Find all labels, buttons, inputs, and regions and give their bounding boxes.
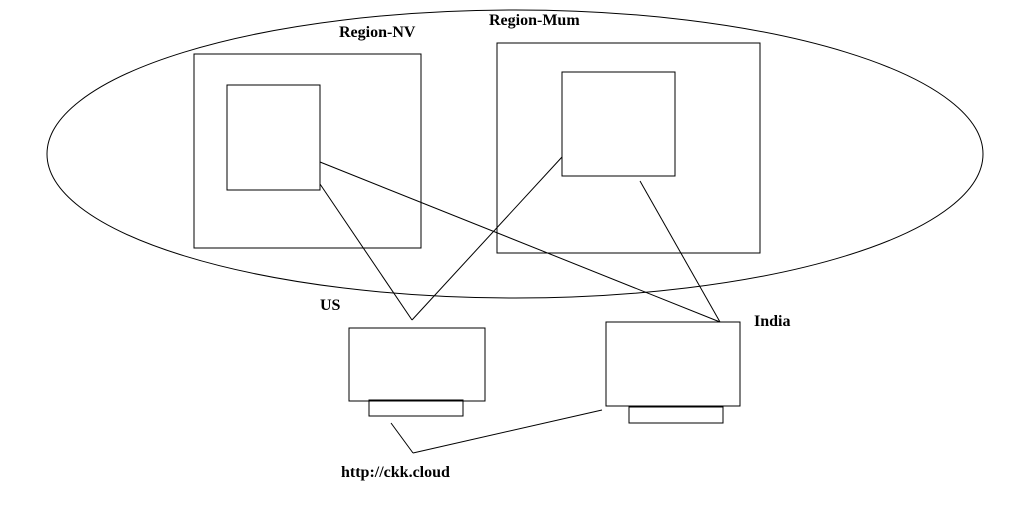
link-us-to-url <box>390 422 414 454</box>
region-mum-label: Region-Mum <box>489 12 580 29</box>
india-client-box <box>605 321 741 407</box>
region-nv-label: Region-NV <box>339 24 416 41</box>
link-url-to-india <box>412 409 603 454</box>
region-nv-inner-box <box>226 84 321 191</box>
india-client-base <box>628 406 724 424</box>
region-mum-outer-box <box>496 42 761 254</box>
link-mum-to-india <box>639 180 721 323</box>
region-nv-outer-box <box>193 53 422 249</box>
regions-boundary-ellipse <box>46 9 984 299</box>
url-label: http://ckk.cloud <box>341 464 450 481</box>
link-nv-to-us <box>319 183 413 321</box>
region-mum-inner-box <box>561 71 676 177</box>
link-mum-to-us <box>411 156 563 321</box>
link-nv-to-india <box>319 161 721 323</box>
us-label: US <box>320 297 341 314</box>
india-label: India <box>754 313 791 330</box>
us-client-box <box>348 327 486 402</box>
us-client-base <box>368 399 464 417</box>
